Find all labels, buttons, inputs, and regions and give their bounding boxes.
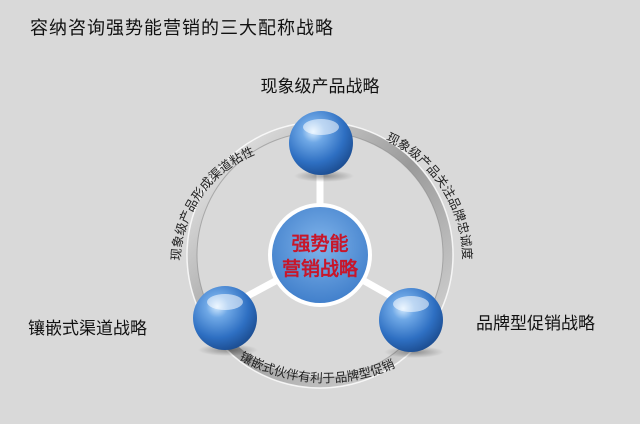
node-label-left: 镶嵌式渠道战略 xyxy=(28,319,147,339)
page-title: 容纳咨询强势能营销的三大配称战略 xyxy=(30,18,334,39)
center-circle xyxy=(272,207,368,303)
center-text-line2: 营销战略 xyxy=(282,257,359,280)
node-label-right: 品牌型促销战略 xyxy=(476,314,595,334)
sphere-right-highlight xyxy=(393,296,429,312)
sphere-left-highlight xyxy=(207,294,243,310)
sphere-top-highlight xyxy=(303,119,339,135)
arc-text-bottom: 镶嵌式伙伴有利于品牌型促销 xyxy=(237,349,396,386)
arc-text-bottom-path: 镶嵌式伙伴有利于品牌型促销 xyxy=(237,349,396,386)
node-label-top: 现象级产品战略 xyxy=(260,77,380,97)
center-text-line1: 强势能 xyxy=(291,232,348,255)
arc-text-left-path: 现象级产品形成渠道粘性 xyxy=(168,143,256,261)
sphere-top-shadow xyxy=(294,170,354,182)
arc-text-left: 现象级产品形成渠道粘性 xyxy=(168,143,256,261)
